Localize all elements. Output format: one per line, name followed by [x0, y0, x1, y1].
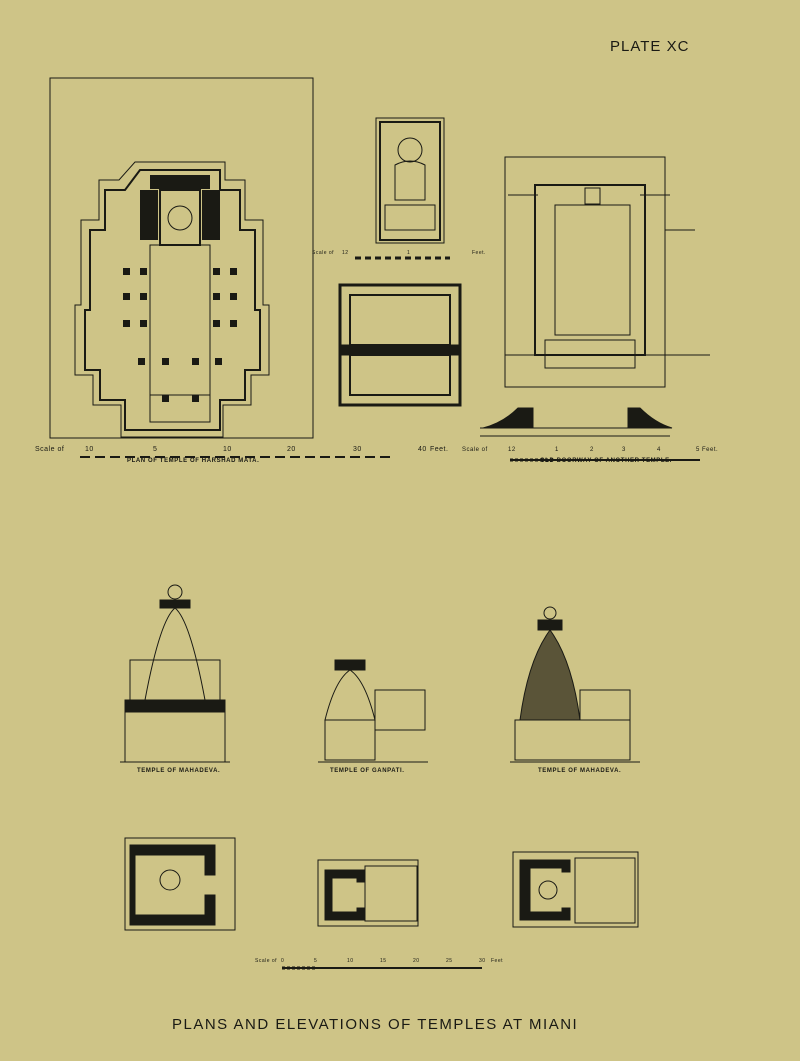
- plan-scale: Scale of 10 5 10 20 30 40 Feet.: [35, 446, 449, 453]
- caption-ganpati: TEMPLE OF GANPATI.: [330, 768, 405, 774]
- image-scale: Scale of 12 1 Feet.: [312, 250, 486, 256]
- mahadeva-elevation-1: [120, 584, 230, 763]
- mahadeva-plan-1: [124, 837, 236, 931]
- caption-doorway: OLD DOORWAY OF ANOTHER TEMPLE.: [540, 458, 673, 464]
- plate-title: PLANS AND ELEVATIONS OF TEMPLES AT MIANI: [172, 1016, 579, 1033]
- harshad-mata-plan: [49, 77, 314, 439]
- ganpati-plan: [317, 859, 419, 927]
- caption-mahadeva-2: TEMPLE OF MAHADEVA.: [538, 768, 622, 774]
- mahadeva-plan-2: [512, 851, 639, 928]
- plate-number: PLATE XC: [610, 38, 690, 55]
- seated-figure-elevation: [355, 117, 450, 260]
- shrine-plan-small: [338, 283, 462, 407]
- old-doorway-elevation: [480, 156, 710, 437]
- scale-bars-upper: [80, 456, 700, 462]
- lower-scale: Scale of 0 5 10 15 20 25 30 Feet: [255, 958, 504, 964]
- caption-mahadeva-1: TEMPLE OF MAHADEVA.: [137, 768, 221, 774]
- mahadeva-elevation-2: [510, 606, 640, 763]
- ganpati-elevation: [318, 659, 428, 763]
- doorway-scale: Scale of 12 1 2 3 4 5 Feet.: [462, 447, 719, 453]
- caption-harshad-plan: PLAN OF TEMPLE OF HARSHAD MATA.: [127, 458, 260, 464]
